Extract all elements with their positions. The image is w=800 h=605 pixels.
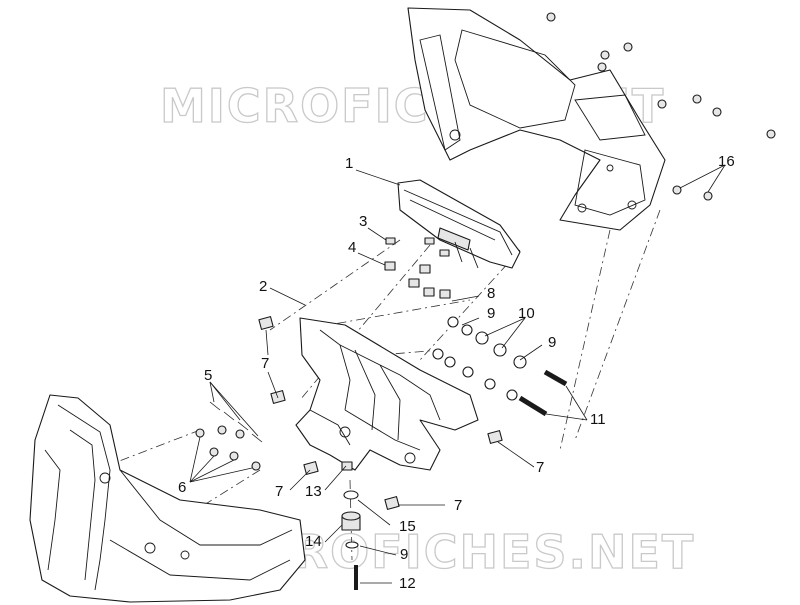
upper-fairing-cover <box>407 7 666 231</box>
callout-13: 13 <box>305 483 322 500</box>
callout-15: 15 <box>399 518 416 535</box>
callout-11: 11 <box>590 411 606 428</box>
headlight-assembly <box>29 394 306 603</box>
fastener-column <box>384 237 527 401</box>
long-bolts <box>518 369 568 417</box>
callout-14: 14 <box>305 533 322 550</box>
callout-9-c: 9 <box>400 546 408 563</box>
callout-4: 4 <box>348 239 356 256</box>
callout-9-b: 9 <box>548 334 556 351</box>
callout-12: 12 <box>399 575 416 592</box>
lower-mount-stack <box>341 490 361 590</box>
callout-7-a: 7 <box>261 355 269 372</box>
callout-5: 5 <box>204 367 212 384</box>
callout-1: 1 <box>345 155 353 172</box>
callout-2: 2 <box>259 278 267 295</box>
pins-and-rivets <box>195 401 263 471</box>
callout-9-a: 9 <box>487 305 495 322</box>
callout-8: 8 <box>487 285 495 302</box>
callout-labels: 1 2 3 4 5 6 7 7 7 7 7 8 9 9 9 10 11 12 1… <box>178 153 735 592</box>
callout-16: 16 <box>718 153 735 170</box>
callout-3: 3 <box>359 213 367 230</box>
instrument-cluster <box>397 179 521 269</box>
callout-6: 6 <box>178 479 186 496</box>
callout-7-b: 7 <box>536 459 544 476</box>
callout-7-d: 7 <box>454 497 462 514</box>
leader-lines <box>189 164 726 584</box>
callout-7-c: 7 <box>275 483 283 500</box>
screw-set-16 <box>546 12 776 201</box>
callout-10: 10 <box>518 305 535 322</box>
support-bracket <box>295 317 479 471</box>
